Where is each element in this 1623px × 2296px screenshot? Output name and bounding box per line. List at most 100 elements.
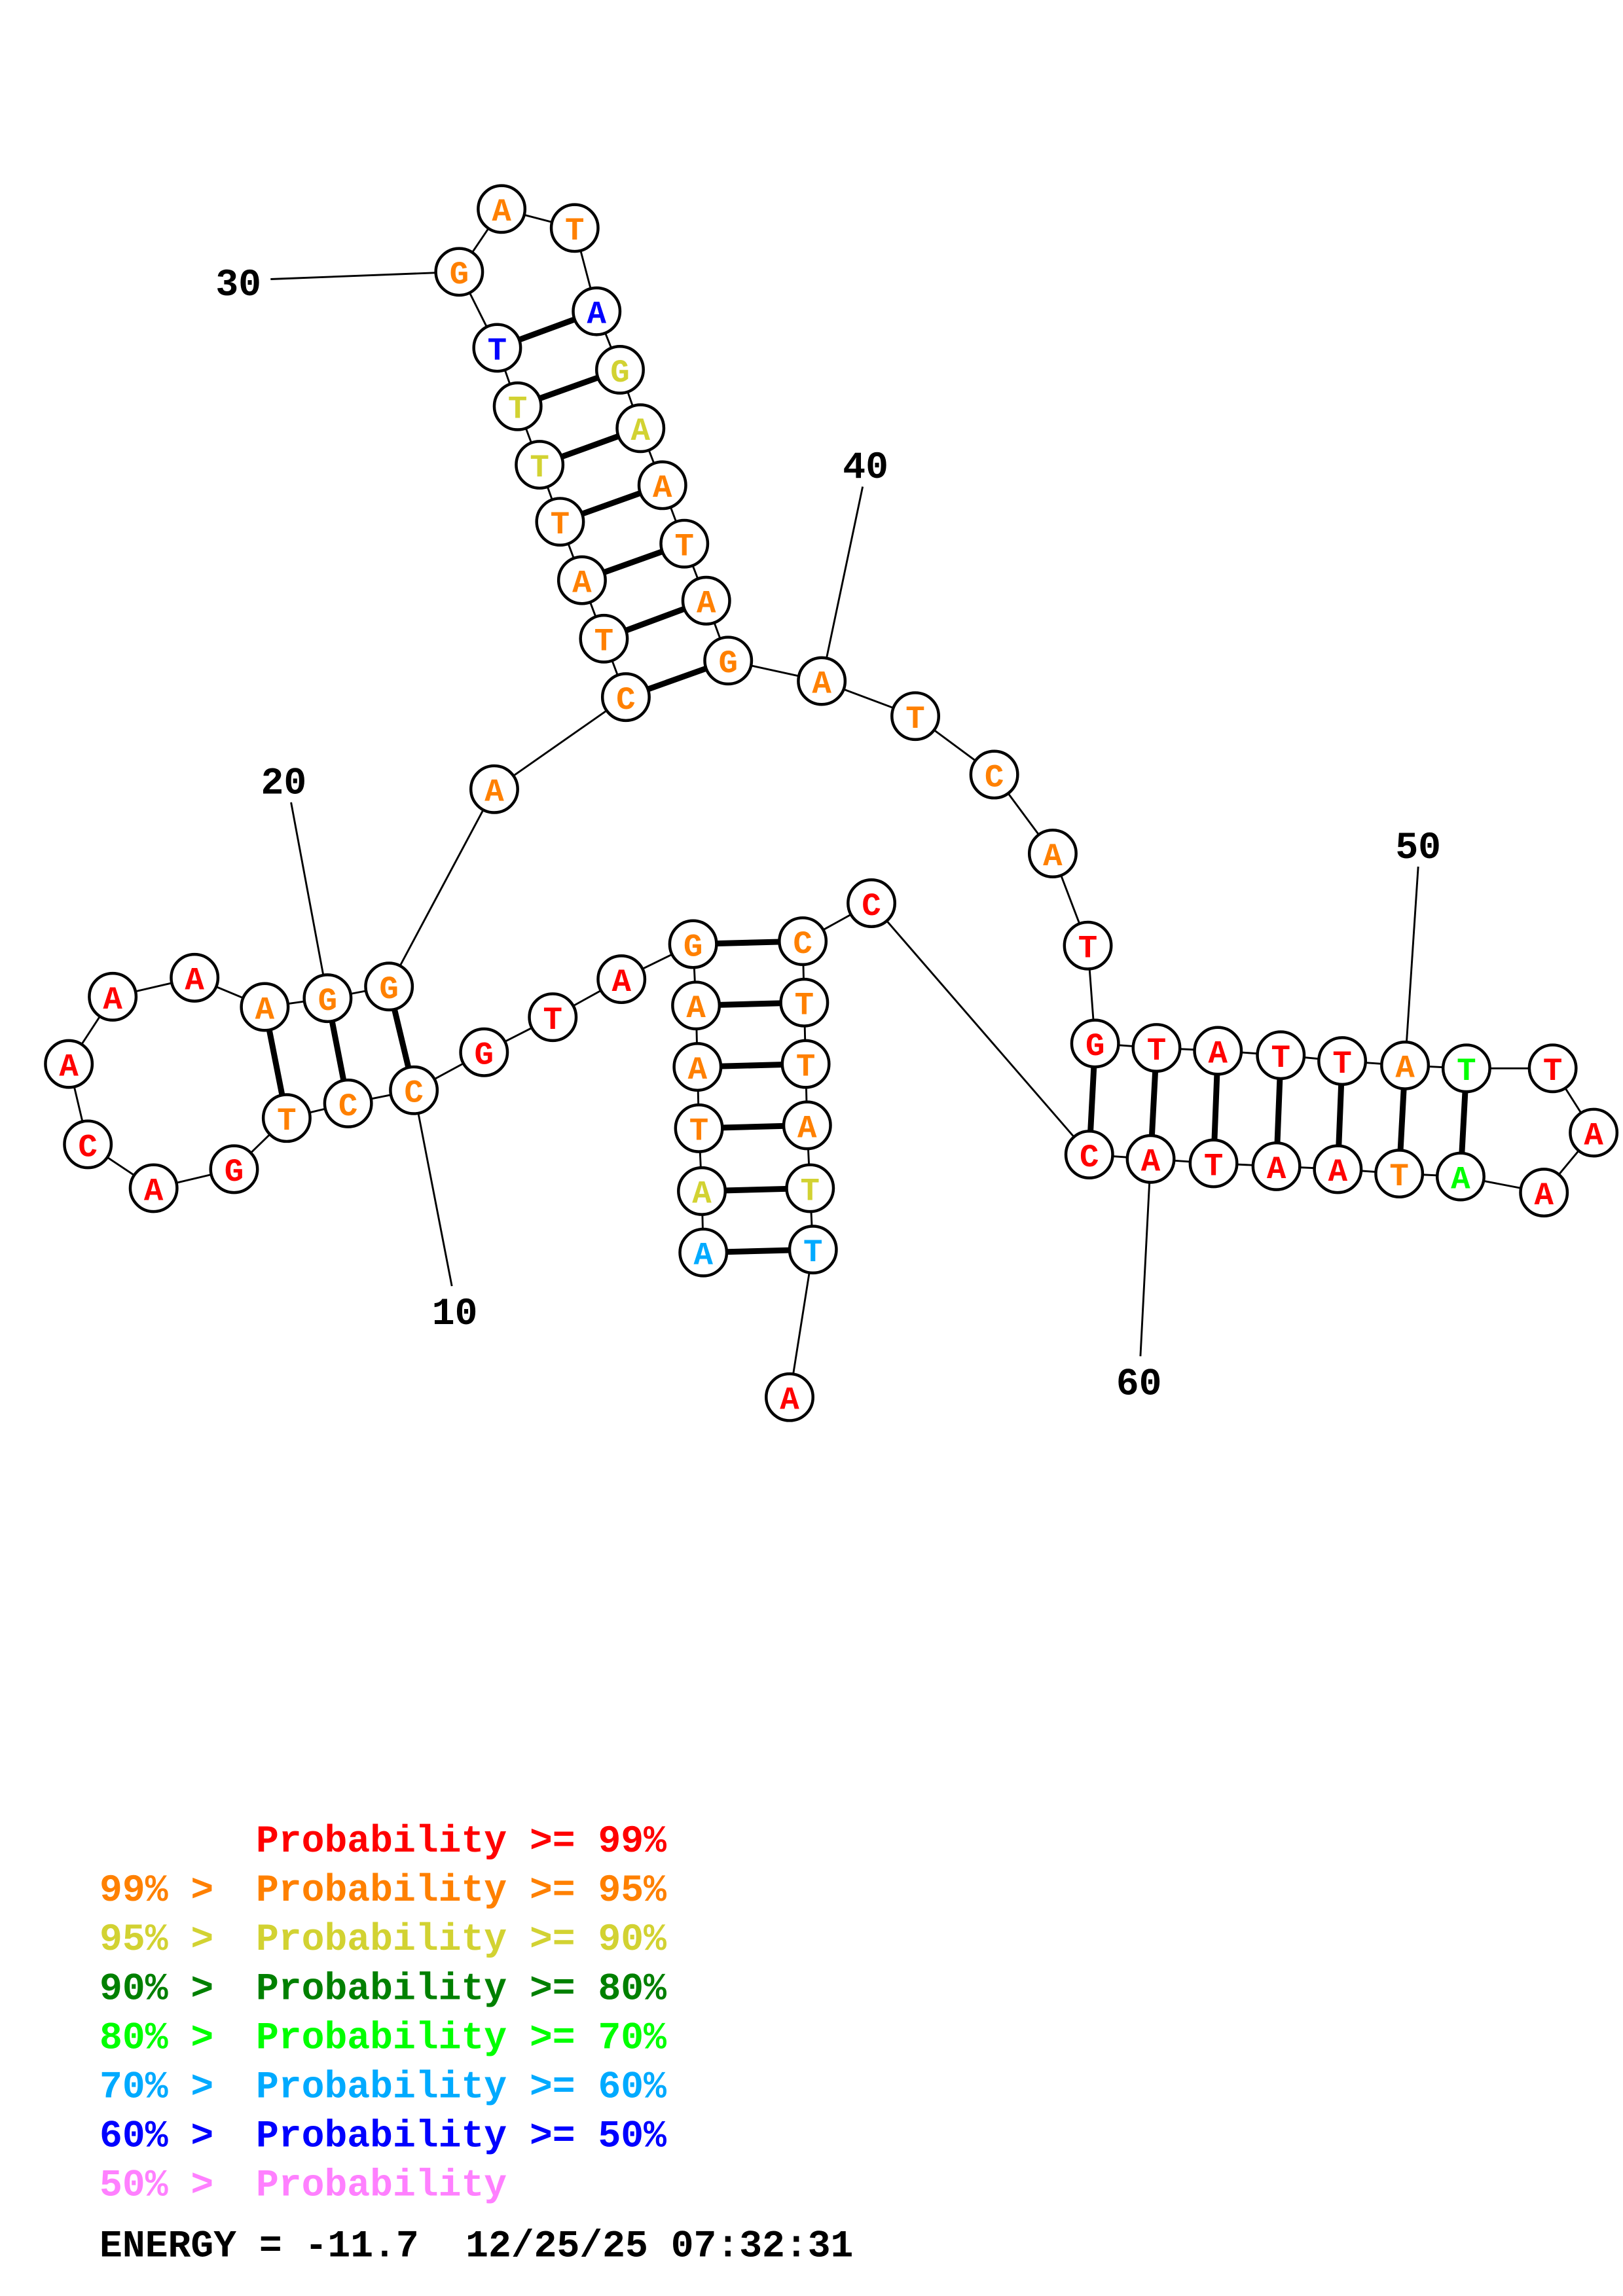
nucleotide: A <box>88 971 138 1022</box>
nucleotide-base: A <box>255 992 275 1028</box>
nucleotide: T <box>472 323 522 373</box>
nucleotide-base: T <box>508 391 527 428</box>
nucleotide-circle <box>615 403 666 454</box>
nucleotide-circle <box>890 691 941 742</box>
nucleotide-base: A <box>1328 1154 1348 1191</box>
nucleotide-circle <box>1063 920 1113 971</box>
nucleotide-circle <box>780 1039 831 1089</box>
nucleotide-circle <box>596 954 647 1005</box>
nucleotide: T <box>528 992 578 1043</box>
nucleotide-circle <box>1193 1026 1243 1076</box>
nucleotide-base: T <box>530 450 549 486</box>
nucleotide-base: C <box>78 1129 97 1166</box>
nucleotide-circle <box>1527 1043 1578 1094</box>
nucleotide: G <box>703 636 754 686</box>
nucleotide-base: A <box>812 666 831 702</box>
legend-prefix: 99% > <box>100 1870 213 1912</box>
nucleotide-circle <box>469 764 519 814</box>
nucleotide-circle <box>302 973 353 1024</box>
nucleotide-base: C <box>862 888 881 925</box>
nucleotide-circle <box>779 977 830 1028</box>
nucleotide-circle <box>1569 1107 1619 1158</box>
nucleotide-base: C <box>793 926 812 963</box>
legend-entry-p90: 95% >Probability >= 90% <box>100 1919 666 1962</box>
nucleotide: T <box>1317 1036 1368 1086</box>
nucleotide: T <box>535 497 585 547</box>
nucleotide-base: A <box>611 964 631 1001</box>
nucleotide: T <box>779 977 830 1028</box>
nucleotide: G <box>209 1144 259 1194</box>
nucleotide-circle <box>364 961 414 1012</box>
nucleotide-base: G <box>379 971 398 1008</box>
nucleotide-circle <box>847 878 897 928</box>
nucleotide: T <box>579 613 629 664</box>
nucleotide-base: T <box>1457 1053 1476 1090</box>
nucleotide-base: A <box>144 1173 164 1210</box>
nucleotide: T <box>780 1039 831 1089</box>
nucleotide-base: T <box>803 1234 822 1271</box>
nucleotide-circle <box>556 555 607 605</box>
nucleotide-base: T <box>1332 1046 1351 1083</box>
nucleotide-base: T <box>1204 1148 1223 1185</box>
nucleotide-circle <box>1317 1036 1368 1086</box>
nucleotide: A <box>765 1372 814 1422</box>
nucleotide-base: T <box>796 1049 815 1085</box>
nucleotide: A <box>240 982 290 1032</box>
nucleotide: T <box>515 440 565 490</box>
label-leader-line <box>290 802 329 999</box>
nucleotide-circle <box>782 1100 832 1151</box>
nucleotide-circle <box>637 460 687 511</box>
nucleotide-base: G <box>475 1037 494 1074</box>
backbone-segment <box>870 903 1090 1155</box>
legend-prefix: 80% > <box>100 2017 213 2060</box>
nucleotide: A <box>1519 1168 1569 1218</box>
nucleotide-base: A <box>1395 1050 1415 1087</box>
nucleotide-circle <box>261 1093 312 1143</box>
nucleotide: A <box>637 460 687 511</box>
nucleotide-circle <box>209 1144 259 1194</box>
legend-prefix: 50% > <box>100 2164 213 2207</box>
nucleotide-circle <box>44 1039 94 1089</box>
nucleotide: C <box>63 1119 113 1170</box>
nucleotide-base: A <box>1043 838 1063 875</box>
nucleotide-circle <box>549 203 600 253</box>
nucleotide: T <box>549 203 600 253</box>
nucleotide-circle <box>1131 1023 1182 1073</box>
nucleotide: C <box>847 878 897 928</box>
nucleotide-base: G <box>450 257 469 293</box>
nucleotide-circle <box>671 980 721 1031</box>
nucleotide: A <box>1027 829 1078 879</box>
nucleotide-base: A <box>484 774 504 811</box>
nucleotide-circle <box>492 381 543 431</box>
nucleotide: A <box>1313 1144 1363 1194</box>
nucleotide-base: T <box>1147 1033 1166 1069</box>
nucleotide-circle <box>1027 829 1078 879</box>
nucleotide-base: T <box>1543 1053 1562 1090</box>
probability-legend: Probability >= 99%99% >Probability >= 95… <box>100 1821 666 2207</box>
legend-text: Probability >= 99% <box>256 1821 666 1863</box>
nucleotide: C <box>600 672 651 723</box>
nucleotide: G <box>595 344 645 395</box>
nucleotide-circle <box>88 971 138 1022</box>
nucleotide: A <box>1251 1141 1302 1191</box>
nucleotide: A <box>672 1042 723 1092</box>
legend-entry-p80: 90% >Probability >= 80% <box>100 1968 666 2011</box>
nucleotide-base: A <box>572 565 592 601</box>
legend-entry-plow: 50% >Probability <box>100 2164 507 2207</box>
nucleotide: T <box>1131 1023 1182 1073</box>
nucleotide-circle <box>785 1163 835 1213</box>
nucleotide-base: C <box>338 1088 357 1125</box>
nucleotide-circle <box>459 1027 509 1077</box>
legend-text: Probability >= 50% <box>256 2115 666 2158</box>
nucleotide-base: T <box>689 1113 708 1150</box>
nucleotide: G <box>1070 1018 1120 1069</box>
nucleotide-circle <box>668 919 718 969</box>
nucleotide-circle <box>128 1163 179 1213</box>
nucleotide: A <box>677 1166 727 1216</box>
nucleotide-base: T <box>1389 1158 1408 1195</box>
position-label: 30 <box>215 264 261 307</box>
nucleotide-circle <box>659 518 710 569</box>
nucleotide-base: A <box>1209 1035 1228 1072</box>
nucleotide-base: T <box>594 624 613 660</box>
